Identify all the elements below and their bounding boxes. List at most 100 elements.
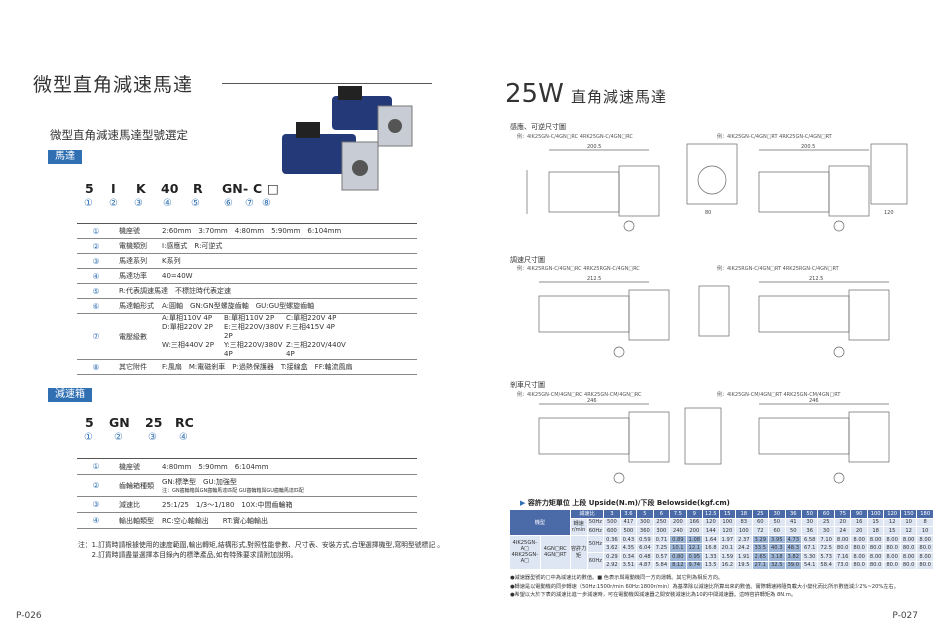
torque-cell: 80.0: [899, 560, 918, 571]
torque-cell: 80.0: [850, 560, 868, 571]
speed-cell: 72: [751, 526, 770, 536]
spec-label: 馬達功率: [115, 268, 158, 284]
speed-cell: 240: [669, 526, 687, 536]
speed-cell: 200: [685, 526, 704, 536]
speed-cell: 15: [866, 517, 885, 528]
torque-cell: 27.1: [751, 560, 770, 571]
speed-cell: 300: [636, 517, 654, 528]
code-part: RC: [175, 415, 194, 430]
torque-cell: 1.08: [685, 534, 704, 545]
torque-cell: 8.00: [883, 551, 901, 562]
voltage-option: Y:三相220V/380V 4P: [224, 341, 283, 358]
code-part: □: [267, 181, 279, 196]
speed-cell: 500: [603, 517, 621, 528]
torque-cell: 5.30: [800, 551, 819, 562]
note-line: ●轉速是以電動機的同步轉速（50Hz:1500r/min 60Hz:1800r/…: [510, 583, 899, 590]
torque-cell: 8.00: [899, 534, 918, 545]
speed-cell: 36: [800, 526, 819, 536]
code-part: 5: [85, 415, 94, 430]
page-title: 微型直角減速馬達: [33, 74, 194, 96]
torque-cell: 2.92: [603, 560, 621, 571]
shaft-detail: [623, 220, 635, 232]
dim-text: 80: [705, 210, 711, 216]
torque-cell: 4.87: [636, 560, 654, 571]
motor-code-numbers: ① ② ③ ④ ⑤ ⑥ ⑦ ⑧: [77, 198, 287, 210]
spec-value: 2:60mm 3:70mm 4:80mm 5:90mm 6:104mm: [158, 223, 417, 239]
shaft-detail: [833, 346, 845, 358]
torque-cell: 80.0: [916, 560, 934, 571]
torque-cell: 0.57: [652, 551, 671, 562]
speed-cell: 500: [619, 526, 638, 536]
dimension-drawing: 212.5 212.5: [538, 276, 890, 358]
torque-cell: 40.3: [768, 543, 786, 553]
right-page: 25W 直角減速馬達 感應、可逆尺寸圖 例：4IK25GN-C/4GN□RC 4…: [467, 0, 934, 637]
torque-cell: 16.8: [702, 543, 720, 553]
section-title: 剎車尺寸圖: [510, 381, 545, 389]
gearbox-end-view: [684, 407, 722, 465]
speed-cell: 300: [652, 526, 671, 536]
code-part: K: [136, 181, 146, 196]
code-part: GN: [222, 181, 243, 196]
section-title: 感應、可逆尺寸圖: [510, 123, 566, 131]
torque-cell: 3.95: [768, 534, 786, 545]
speed-cell: 20: [833, 517, 852, 528]
torque-cell: 0.80: [669, 551, 687, 562]
ratio-cell: 50: [800, 509, 819, 519]
speed-cell: 250: [652, 517, 671, 528]
torque-cell: 73.0: [833, 560, 852, 571]
page-title: 直角減速馬達: [571, 88, 668, 106]
spec-note: 注：GN齒輪箱與GN齒輪馬達匹配 GU齒輪箱與GU齒輪馬達匹配: [162, 488, 304, 494]
torque-cell: 1.33: [702, 551, 720, 562]
speed-cell: 120: [702, 517, 720, 528]
ratio-cell: 9: [685, 509, 704, 519]
torque-title-text: 容許力矩單位 上段 Upside(N.m)/下段 Belowside(kgf.c…: [527, 499, 730, 507]
torque-cell: 7.10: [817, 534, 835, 545]
torque-cell: 7.16: [833, 551, 852, 562]
hz-cell: 60Hz: [586, 551, 605, 571]
code-part: I: [111, 181, 116, 196]
spec-label: 馬達軸形式: [115, 298, 158, 314]
torque-cell: 20.1: [718, 543, 737, 553]
speed-cell: 10: [899, 517, 918, 528]
ratio-cell: 25: [751, 509, 770, 519]
torque-cell: 4.35: [619, 543, 638, 553]
spec-num: ①: [77, 458, 115, 475]
torque-cell: 0.89: [669, 534, 687, 545]
shaft-detail: [833, 220, 845, 232]
spec-value: 25:1/25 1/3～1/180 10X:中間齒輪箱: [158, 496, 417, 513]
torque-cell: 5.84: [652, 560, 671, 571]
speed-cell: 30: [817, 526, 835, 536]
spec-num: ③: [77, 496, 115, 513]
ratio-cell: 5: [636, 509, 654, 519]
torque-cell: 8.00: [866, 534, 885, 545]
code-num: ②: [114, 432, 123, 443]
dim-text: 246: [809, 398, 819, 404]
notes: 注：1.訂貨時請根據使用的速度範圍,輸出轉矩,結構形式,對照性能參數、尺寸表、安…: [78, 540, 444, 560]
table-row: 4IK25GN-A□4RK25GN-A□ 4GN□RC 4GN□RT 容許力矩 …: [509, 534, 934, 571]
spec-label: 馬達系列: [115, 253, 158, 269]
model-name: 4IK25GN-A□: [512, 540, 538, 553]
speed-cell: 83: [735, 517, 753, 528]
speed-cell: 417: [619, 517, 638, 528]
torque-cell: 12.1: [685, 543, 704, 553]
torque-cell: 80.0: [866, 560, 885, 571]
code-num: ⑥: [224, 198, 233, 209]
spec-value: 40=40W: [158, 268, 417, 284]
speed-cell: 360: [636, 526, 654, 536]
torque-cell: 39.0: [784, 560, 802, 571]
torque-cell: 2.37: [735, 534, 753, 545]
motor-front: [282, 122, 379, 191]
code-num: ③: [148, 432, 157, 443]
torque-cell: 16.2: [718, 560, 737, 571]
torque-title: ▶ 容許力矩單位 上段 Upside(N.m)/下段 Belowside(kgf…: [520, 498, 730, 508]
gearbox-tag: 減速箱: [48, 388, 92, 402]
torque-cell: 67.1: [800, 543, 819, 553]
spec-label: 機座號: [115, 223, 158, 239]
torque-cell: 3.29: [751, 534, 770, 545]
ratio-cell: 30: [768, 509, 786, 519]
gearbox-outline: [628, 289, 670, 341]
code-part: R: [193, 181, 203, 196]
